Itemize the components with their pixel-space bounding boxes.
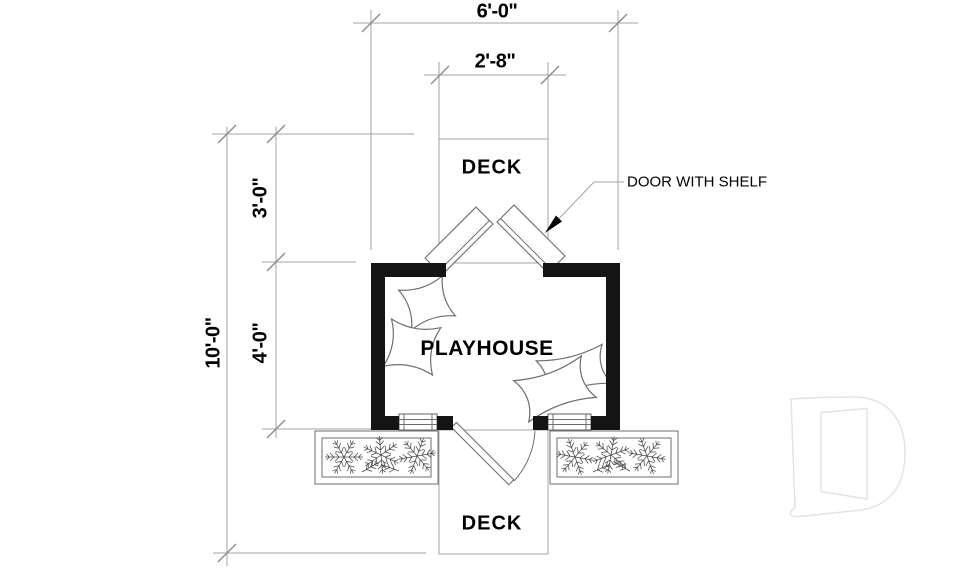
door-note-leader — [545, 181, 624, 233]
window-right — [547, 413, 592, 431]
leader-arrowhead-icon — [545, 215, 562, 233]
left-planter — [314, 429, 444, 485]
left-planter-plants — [325, 429, 444, 482]
pillows-bottom-right — [512, 343, 614, 424]
dim-overall-height: 10'-0" — [202, 317, 225, 369]
dimension-extension-lines — [212, 10, 619, 566]
dim-deck-width: 2'-8" — [474, 50, 516, 73]
bottom-deck-label: DECK — [461, 512, 523, 535]
dim-room-depth: 4'-0" — [249, 322, 272, 364]
window-left — [398, 413, 438, 431]
door-note-label: DOOR WITH SHELF — [627, 173, 768, 191]
bottom-door — [450, 421, 536, 486]
top-deck-label: DECK — [461, 156, 523, 179]
playhouse-walls — [371, 263, 620, 430]
pillows-top-left — [381, 274, 457, 377]
dimension-lines — [353, 22, 638, 76]
room-label: PLAYHOUSE — [420, 337, 554, 360]
dim-deck-depth: 3'-0" — [249, 177, 272, 219]
door-swing-arc — [513, 430, 536, 482]
watermark-d-logo-icon — [789, 396, 906, 518]
dim-overall-width: 6'-0" — [476, 0, 518, 23]
right-planter-plants — [553, 428, 671, 481]
right-planter — [549, 428, 679, 485]
door-leaf — [450, 421, 515, 486]
top-deck-outline — [438, 138, 549, 264]
bottom-deck-outline — [438, 429, 549, 555]
dimension-ticks — [217, 13, 628, 563]
